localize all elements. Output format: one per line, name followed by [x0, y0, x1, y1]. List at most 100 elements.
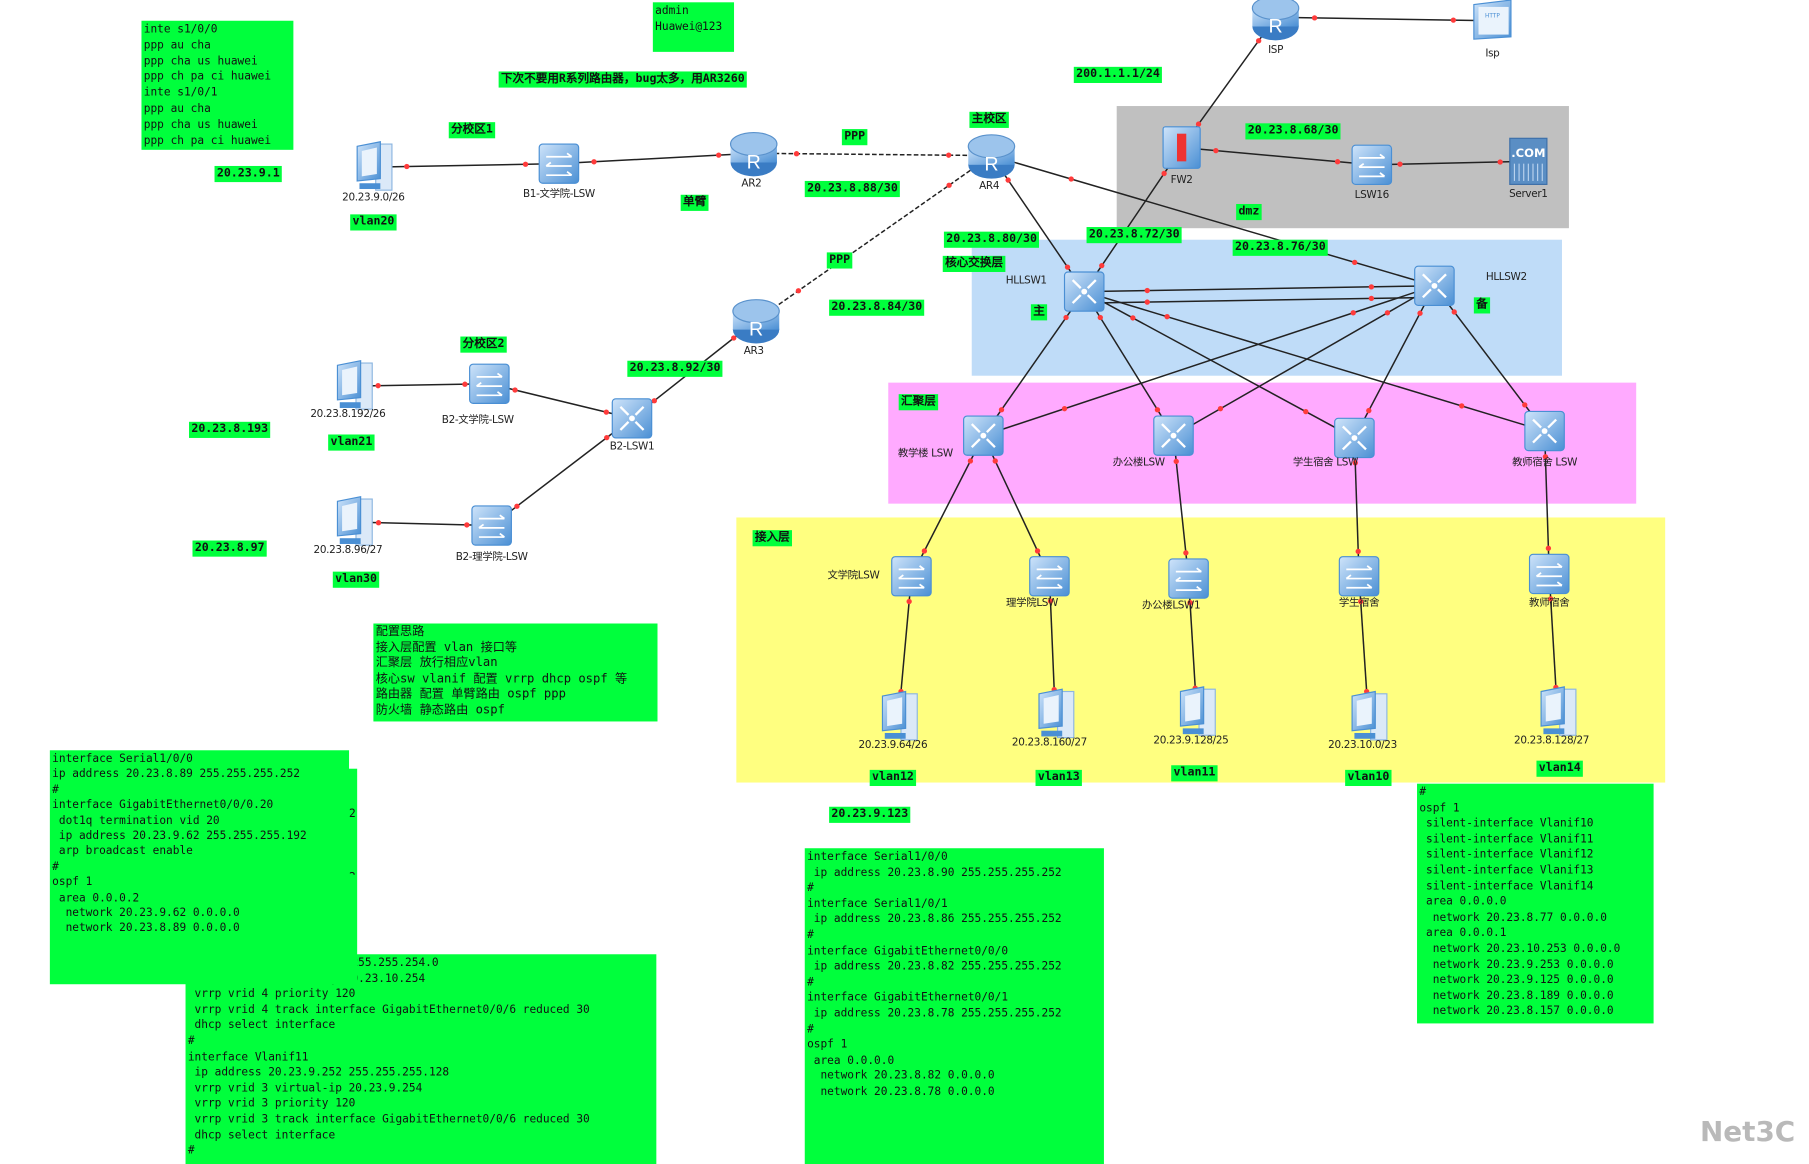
ar2-config-extension — [345, 768, 358, 984]
switch-b2wlsw[interactable] — [469, 363, 510, 404]
device-label: 理学院LSW — [1006, 598, 1059, 610]
access-layer-label: 接入层 — [752, 530, 793, 547]
port-dot — [906, 598, 912, 605]
net3c-watermark: Net3C — [1699, 1115, 1796, 1148]
l3switch-hl1[interactable] — [1063, 271, 1105, 312]
l3switch-agg2[interactable] — [1153, 415, 1194, 456]
link-hl1-agg1 — [982, 291, 1085, 437]
vlan-label: vlan30 — [332, 571, 380, 588]
port-dot — [1368, 284, 1375, 290]
single-arm-label: 单臂 — [680, 194, 709, 211]
port-dot — [1047, 598, 1054, 604]
port-dot — [1217, 406, 1224, 412]
pc-icon — [1038, 688, 1075, 739]
router-ar4[interactable]: R — [967, 134, 1016, 179]
switch-lsw16[interactable] — [1351, 144, 1393, 185]
port-dot — [1459, 403, 1465, 409]
svg-text:R: R — [1268, 15, 1282, 37]
aggregation-layer-region — [888, 382, 1637, 504]
code-line: ppp ch pa ci huawei — [143, 70, 272, 84]
link-agg2-acc3 — [1172, 435, 1190, 579]
router-ar2[interactable]: R — [729, 131, 778, 177]
switch-acc3[interactable] — [1168, 558, 1209, 599]
code-line: vrrp vrid 4 track interface GigabitEther… — [187, 1003, 590, 1017]
code-line: ip address 20.23.9.62 255.255.255.192 — [52, 829, 307, 843]
l3switch-hl2[interactable] — [1414, 265, 1455, 306]
pc-pc1[interactable] — [356, 141, 393, 191]
l3switch-icon — [1334, 417, 1375, 459]
gateway-label: 20.23.9.1 — [214, 165, 283, 183]
link-fw2-hl1 — [1083, 147, 1183, 293]
link-hl2-agg2 — [1173, 285, 1435, 437]
link-hl1-hl2 — [1084, 284, 1435, 294]
pc-pc6[interactable] — [1179, 686, 1216, 736]
server-server1[interactable]: .COM — [1509, 137, 1548, 185]
port-dot — [1334, 159, 1341, 165]
port-dot — [1355, 548, 1361, 555]
port-dot — [998, 407, 1005, 413]
overflow-char: 2 — [349, 807, 356, 821]
port-dot — [462, 381, 468, 387]
code-line: network 20.23.8.78 0.0.0.0 — [807, 1085, 995, 1099]
code-line: area 0.0.0.2 — [52, 891, 140, 905]
link-ar3-ar4 — [755, 154, 992, 322]
device-label: B2-文学院-LSW — [441, 414, 514, 427]
pc-pc4[interactable] — [881, 690, 918, 741]
port-dot — [795, 288, 802, 294]
svg-text:R: R — [984, 154, 998, 176]
pc-icon — [356, 141, 393, 191]
port-dot — [1130, 315, 1136, 321]
switch-acc5[interactable] — [1528, 553, 1570, 595]
link-agg4-acc5 — [1542, 431, 1552, 574]
subnet-label: 20.23.8.68/30 — [1245, 123, 1341, 140]
device-label: Isp — [1485, 48, 1500, 60]
pc-pc2[interactable] — [336, 360, 373, 410]
l3switch-agg3[interactable] — [1334, 417, 1375, 459]
device-label: 20.23.8.160/27 — [1011, 737, 1087, 750]
link-b1lsw-ar2 — [558, 152, 754, 165]
switch-b2llsw[interactable] — [471, 505, 512, 546]
port-dot — [1352, 259, 1358, 266]
switch-acc1[interactable] — [891, 556, 932, 597]
code-line: ospf 1 — [52, 876, 93, 889]
link-ar2-ar4 — [753, 151, 992, 158]
pc-icon — [1540, 686, 1577, 736]
code-line: silent-interface Vlanif14 — [1419, 880, 1594, 893]
router-icon: R — [732, 299, 780, 344]
code-line: inte s1/0/0 — [143, 23, 218, 36]
pc-pc5[interactable] — [1038, 688, 1075, 739]
code-line: 汇聚层 放行相应vlan — [375, 655, 498, 670]
l3switch-agg4[interactable] — [1524, 410, 1565, 452]
port-dot — [1099, 263, 1105, 269]
switch-b1lsw[interactable] — [538, 143, 580, 184]
device-label: 20.23.9.128/25 — [1153, 735, 1229, 747]
ar2-config-note: interface Serial1/0/0 ip address 20.23.8… — [49, 750, 350, 985]
l3switch-b2lsw1[interactable] — [611, 398, 653, 439]
link-hl2-agg1 — [983, 285, 1435, 437]
device-label: B2-LSW1 — [609, 441, 655, 453]
http-ispweb[interactable]: HTTP — [1473, 0, 1512, 40]
router-ar3[interactable]: R — [732, 299, 780, 344]
code-line: ip address 20.23.8.82 255.255.255.252 — [807, 960, 1062, 973]
firewall-fw2[interactable] — [1162, 126, 1201, 169]
port-dot — [1063, 314, 1069, 321]
port-dot — [375, 383, 381, 389]
port-dot — [1352, 460, 1358, 466]
port-dot — [591, 159, 597, 165]
pc-pc7[interactable] — [1351, 690, 1388, 741]
ar2-config-overflow: 2 2 — [349, 783, 359, 875]
port-dot — [1368, 295, 1375, 302]
router-isp[interactable]: R — [1251, 0, 1300, 41]
l3switch-icon — [611, 398, 653, 439]
l3switch-agg1[interactable] — [963, 415, 1004, 456]
port-dot — [522, 161, 529, 167]
switch-acc4[interactable] — [1338, 556, 1380, 597]
switch-acc2[interactable] — [1029, 556, 1070, 597]
port-dot — [1213, 147, 1219, 154]
port-dot — [404, 163, 410, 170]
ppp-label: PPP — [826, 252, 853, 269]
pc-pc8[interactable] — [1540, 686, 1577, 736]
pc-pc3[interactable] — [336, 496, 373, 546]
